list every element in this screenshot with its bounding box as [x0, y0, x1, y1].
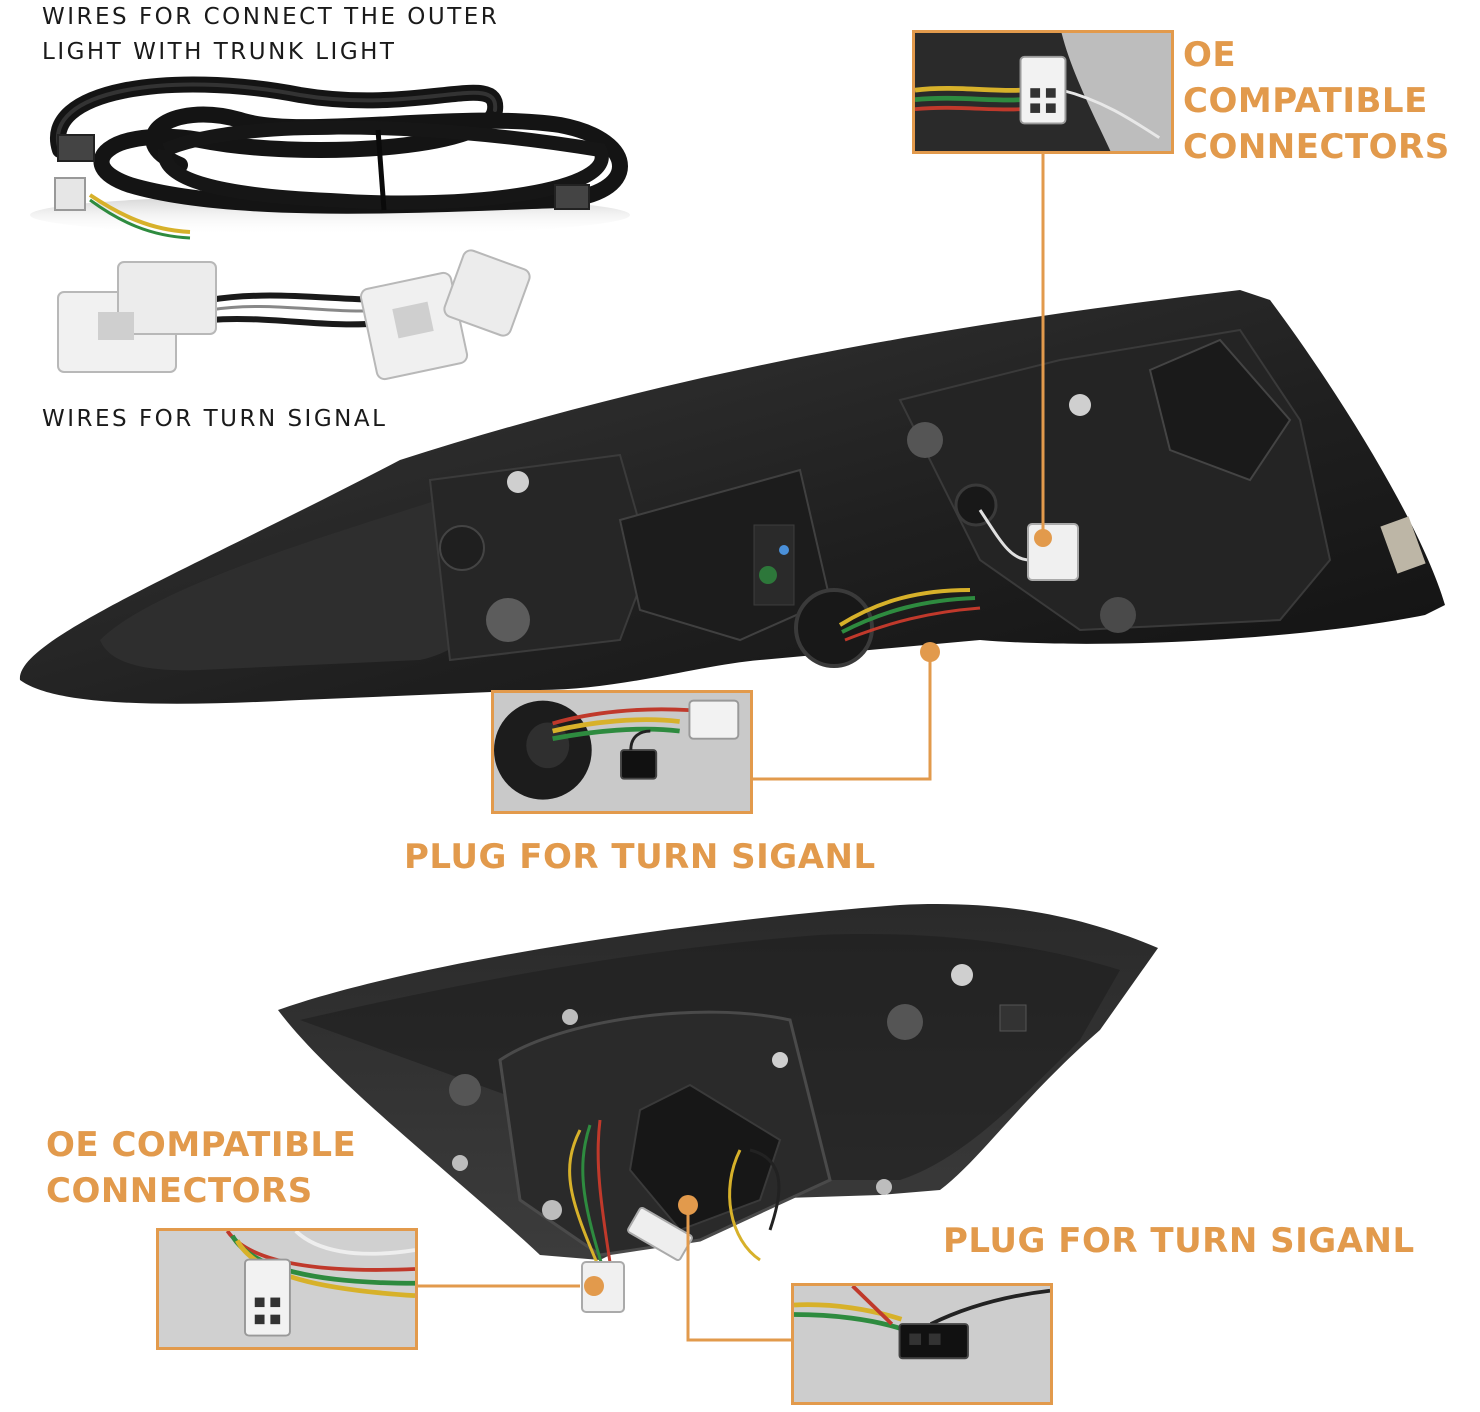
wires-outer-caption-line-1: WIRES FOR CONNECT THE OUTER [42, 4, 500, 30]
wires-outer-light-caption: WIRES FOR CONNECT THE OUTER LIGHT WITH T… [42, 0, 522, 70]
turn-signal-plug-inset-bottom [791, 1283, 1053, 1405]
turn-signal-wire-harness [57, 249, 531, 381]
plug-turn-signal-bottom-caption: PLUG FOR TURN SIGANL [943, 1221, 1415, 1261]
connector-detail-photo-bottom [159, 1231, 415, 1347]
turn-signal-plug-inset-mid [491, 690, 753, 814]
oe-bottom-line-1: OE COMPATIBLE [46, 1125, 357, 1165]
outer-tail-lamp [19, 290, 1446, 704]
wires-outer-caption-line-2: LIGHT WITH TRUNK LIGHT [42, 39, 397, 65]
plug-detail-photo [494, 693, 750, 811]
leader-lines [417, 152, 1045, 1342]
oe-top-line-2: CONNECTORS [1183, 127, 1450, 167]
leader-markers [584, 529, 1052, 1296]
oe-bottom-line-2: CONNECTORS [46, 1171, 313, 1211]
inner-trunk-tail-lamp [278, 904, 1158, 1313]
outer-light-wire-harness [30, 76, 630, 240]
plug-turn-signal-mid-caption: PLUG FOR TURN SIGANL [404, 837, 876, 877]
oe-top-line-1: OE COMPATIBLE [1183, 35, 1428, 121]
plug-detail-photo-bottom [794, 1286, 1050, 1402]
wires-turn-signal-caption: WIRES FOR TURN SIGNAL [42, 406, 388, 432]
oe-compatible-bottom-caption: OE COMPATIBLE CONNECTORS [46, 1122, 376, 1214]
oe-connector-inset-bottom [156, 1228, 418, 1350]
oe-compatible-top-caption: OE COMPATIBLE CONNECTORS [1183, 32, 1478, 170]
oe-connector-inset-top [912, 30, 1174, 154]
connector-detail-photo [915, 33, 1171, 151]
